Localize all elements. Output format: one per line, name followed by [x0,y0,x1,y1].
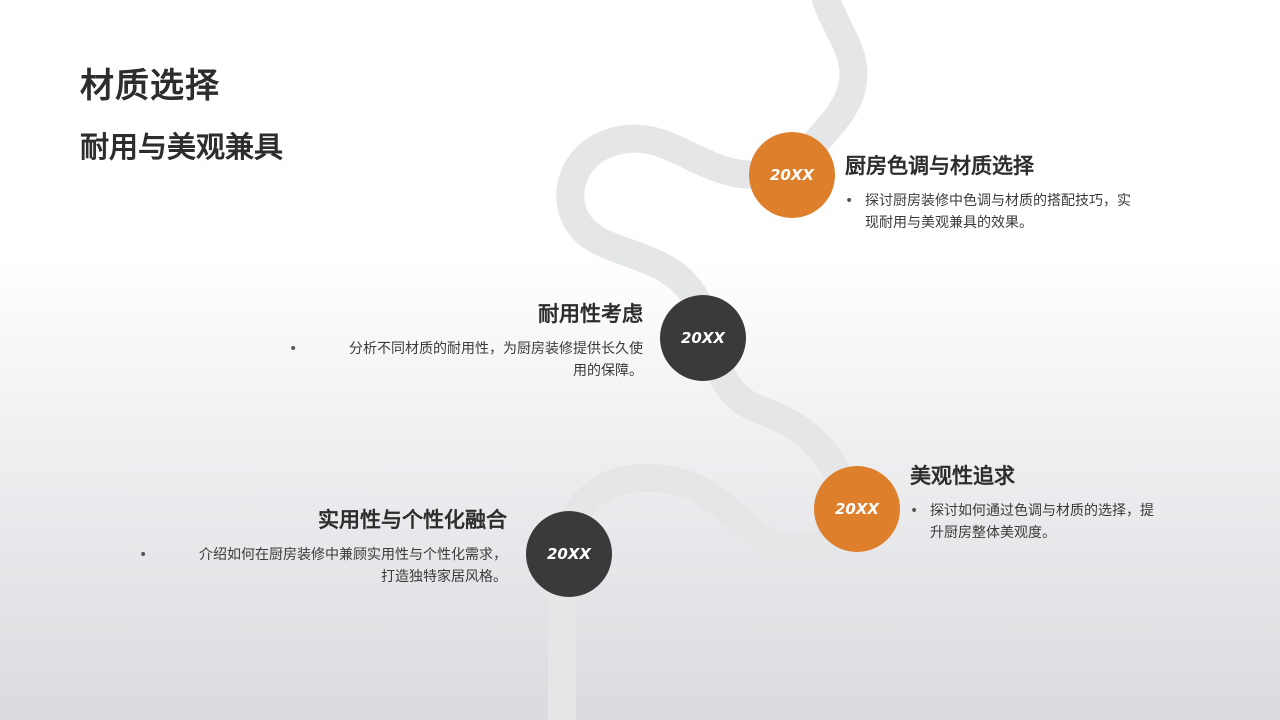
timeline-badge-2: 20XX [660,295,746,381]
timeline-heading-2: 耐用性考虑 [538,302,643,326]
timeline-desc-4-line2: 打造独特家居风格。 [381,569,507,585]
bullet-icon: • [139,547,148,563]
bullet-icon: • [910,503,919,519]
page-title: 材质选择 [80,66,220,106]
bullet-icon: • [845,193,854,209]
timeline-desc-4: • 介绍如何在厨房装修中兼顾实用性与个性化需求， 打造独特家居风格。 [135,544,507,588]
timeline-desc-1-line1: 探讨厨房装修中色调与材质的搭配技巧，实 [865,193,1131,209]
timeline-desc-2: • 分析不同材质的耐用性，为厨房装修提供长久使 用的保障。 [285,338,643,382]
timeline-item-1: 厨房色调与材质选择 • 探讨厨房装修中色调与材质的搭配技巧，实 现耐用与美观兼具… [845,150,1185,234]
timeline-desc-1-line2: 现耐用与美观兼具的效果。 [865,215,1033,231]
page-subtitle: 耐用与美观兼具 [80,130,284,164]
timeline-item-2: 耐用性考虑 • 分析不同材质的耐用性，为厨房装修提供长久使 用的保障。 [285,298,643,382]
timeline-badge-3: 20XX [814,466,900,552]
timeline-item-4: 实用性与个性化融合 • 介绍如何在厨房装修中兼顾实用性与个性化需求， 打造独特家… [135,504,507,588]
timeline-desc-3-line2: 升厨房整体美观度。 [930,525,1056,541]
timeline-desc-2-line1: 分析不同材质的耐用性，为厨房装修提供长久使 [349,341,643,357]
timeline-desc-3-line1: 探讨如何通过色调与材质的选择，提 [930,503,1154,519]
timeline-desc-2-line2: 用的保障。 [573,363,643,379]
timeline-desc-3: • 探讨如何通过色调与材质的选择，提 升厨房整体美观度。 [910,500,1200,544]
timeline-desc-4-line1: 介绍如何在厨房装修中兼顾实用性与个性化需求， [199,547,507,563]
bullet-icon: • [289,341,298,357]
timeline-item-3: 美观性追求 • 探讨如何通过色调与材质的选择，提 升厨房整体美观度。 [910,460,1200,544]
timeline-heading-1: 厨房色调与材质选择 [845,154,1034,178]
timeline-badge-4: 20XX [526,511,612,597]
timeline-heading-4: 实用性与个性化融合 [318,508,507,532]
timeline-badge-1: 20XX [749,132,835,218]
timeline-heading-3: 美观性追求 [910,464,1015,488]
timeline-desc-1: • 探讨厨房装修中色调与材质的搭配技巧，实 现耐用与美观兼具的效果。 [845,190,1185,234]
